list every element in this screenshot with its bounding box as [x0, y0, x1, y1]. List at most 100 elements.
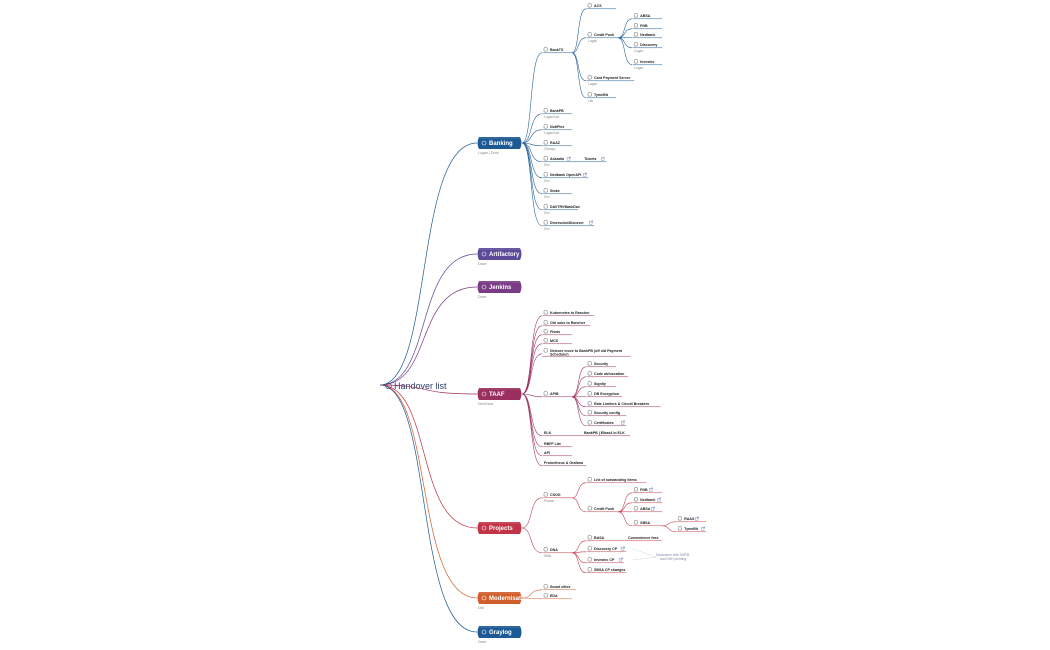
checkbox-icon[interactable]: [587, 410, 592, 415]
checkbox-icon[interactable]: [543, 108, 548, 113]
checkbox-icon[interactable]: [633, 23, 638, 28]
branch-pill[interactable]: [477, 388, 522, 400]
topic-smart-cities[interactable]: Smart cities: [543, 584, 570, 589]
checkbox-icon[interactable]: [543, 391, 548, 396]
topic-old-subs-to-rancher[interactable]: Old subs to Rancher: [543, 320, 586, 325]
topic-apib[interactable]: APIB: [543, 391, 559, 396]
checkbox-icon[interactable]: [543, 547, 548, 552]
topic-db-encryption[interactable]: DB Encryption: [587, 391, 619, 396]
topic-absa[interactable]: ABSA: [633, 13, 651, 18]
topic-acs[interactable]: ACS: [587, 3, 602, 8]
external-link-icon[interactable]: [657, 497, 661, 502]
topic-bankts[interactable]: BankTS: [543, 47, 564, 52]
topic-prometheus-grafana[interactable]: Prometheus & Grafana: [544, 461, 584, 465]
topic-security-config[interactable]: Security config: [587, 410, 620, 415]
topic-nedbank[interactable]: Nedbank: [633, 497, 661, 502]
topic-security[interactable]: Security: [587, 361, 608, 366]
external-link-icon[interactable]: [589, 220, 593, 225]
checkbox-icon[interactable]: [587, 92, 592, 97]
checkbox-icon[interactable]: [587, 535, 592, 540]
external-link-icon[interactable]: [583, 172, 587, 177]
topic-raas[interactable]: RAAS: [677, 516, 699, 521]
checkbox-icon[interactable]: [543, 329, 548, 334]
checkbox-icon[interactable]: [587, 361, 592, 366]
checkbox-icon[interactable]: [543, 593, 548, 598]
checkbox-icon[interactable]: [633, 32, 638, 37]
checkbox-icon[interactable]: [587, 546, 592, 551]
external-link-icon[interactable]: [695, 516, 699, 521]
topic-certificates[interactable]: Certificates: [587, 420, 625, 425]
external-link-icon[interactable]: [651, 506, 655, 511]
branch-projects[interactable]: Projects: [477, 522, 522, 534]
checkbox-icon[interactable]: [543, 172, 548, 177]
branch-pill[interactable]: [477, 137, 522, 149]
branch-pill[interactable]: [477, 281, 522, 293]
external-link-icon[interactable]: [620, 546, 625, 551]
topic-bankpb-elbas4-in-elk[interactable]: BankPB | Elbas4 in ELK: [584, 431, 625, 435]
checkbox-icon[interactable]: [543, 204, 548, 209]
checkbox-icon[interactable]: [633, 42, 638, 47]
checkbox-icon[interactable]: [587, 371, 592, 376]
checkbox-icon[interactable]: [633, 497, 638, 502]
topic-fnb[interactable]: FNB: [633, 23, 648, 28]
topic-signity[interactable]: Signity: [587, 381, 606, 386]
topic-sbsa-cp-changes[interactable]: SBSA CP changes: [587, 567, 625, 572]
topic-tickets[interactable]: Tickets: [584, 156, 605, 161]
checkbox-icon[interactable]: [587, 381, 592, 386]
checkbox-icon[interactable]: [543, 584, 548, 589]
external-link-icon[interactable]: [620, 420, 625, 425]
external-link-icon[interactable]: [600, 156, 605, 161]
checkbox-icon[interactable]: [587, 401, 592, 406]
topic-mcs[interactable]: MCS: [543, 338, 559, 343]
checkbox-icon[interactable]: [677, 516, 682, 521]
checkbox-icon[interactable]: [543, 220, 548, 225]
topic-eda[interactable]: EDA: [543, 593, 558, 598]
checkbox-icon[interactable]: [587, 3, 592, 8]
topic-list-of-outstanding-items[interactable]: List of outstanding items: [587, 477, 637, 482]
checkbox-icon[interactable]: [633, 487, 638, 492]
checkbox-icon[interactable]: [587, 506, 592, 511]
branch-pill[interactable]: [477, 592, 522, 604]
checkbox-icon[interactable]: [543, 156, 548, 161]
branch-pill[interactable]: [477, 248, 522, 260]
topic-investec-cp[interactable]: Investec CP: [587, 557, 623, 562]
checkbox-icon[interactable]: [543, 320, 548, 325]
topic-convenience-fees[interactable]: Convenience fees: [628, 536, 659, 540]
topic-flows[interactable]: Flows: [543, 329, 560, 334]
checkbox-icon[interactable]: [543, 310, 548, 315]
branch-pill[interactable]: [477, 626, 522, 638]
checkbox-icon[interactable]: [587, 420, 592, 425]
topic-credit-push[interactable]: Credit Push: [587, 506, 614, 511]
checkbox-icon[interactable]: [677, 526, 682, 531]
checkbox-icon[interactable]: [543, 338, 548, 343]
topic-fnb[interactable]: FNB: [633, 487, 653, 492]
external-link-icon[interactable]: [618, 557, 623, 562]
checkbox-icon[interactable]: [633, 13, 638, 18]
checkbox-icon[interactable]: [633, 506, 638, 511]
checkbox-icon[interactable]: [587, 567, 592, 572]
checkbox-icon[interactable]: [587, 557, 592, 562]
topic-code-obfuscation[interactable]: Code obfuscation: [587, 371, 624, 376]
checkbox-icon[interactable]: [587, 391, 592, 396]
topic-discovery-cp[interactable]: Discovery CP: [587, 546, 625, 551]
external-link-icon[interactable]: [701, 526, 705, 531]
checkbox-icon[interactable]: [543, 47, 548, 52]
